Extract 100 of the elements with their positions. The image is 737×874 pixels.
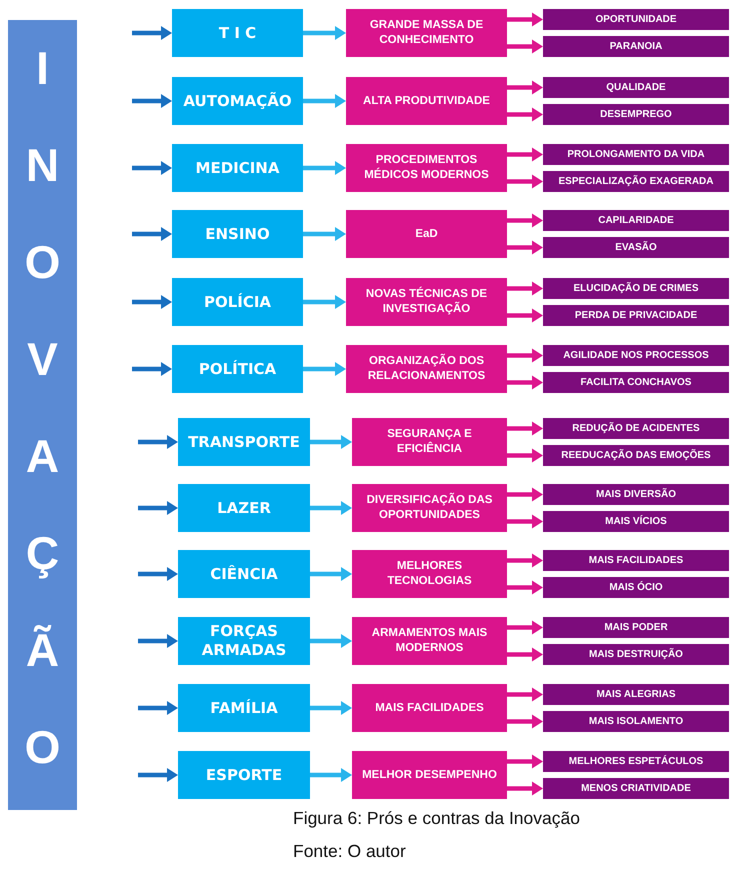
source-note: Fonte: O autor [293, 840, 406, 862]
category-box [178, 684, 310, 732]
outcome-label: MAIS PODER [604, 621, 668, 634]
arrow [507, 376, 543, 390]
category-label: FAMÍLIA [210, 698, 278, 718]
arrow [138, 501, 178, 515]
title-bar [8, 20, 77, 810]
arrow [132, 295, 172, 309]
outcome-box [543, 751, 729, 772]
outcome-label: FACILITA CONCHAVOS [580, 376, 692, 389]
arrow [138, 634, 178, 648]
arrow [507, 12, 543, 26]
category-box [178, 617, 310, 665]
arrow [132, 227, 172, 241]
outcome-label: MAIS DIVERSÃO [596, 488, 676, 501]
arrow [310, 501, 352, 515]
arrow [310, 435, 352, 449]
outcome-box [543, 445, 729, 466]
outcome-box [543, 104, 729, 125]
category-box [172, 144, 303, 192]
outcome-box [543, 511, 729, 532]
arrow [507, 782, 543, 796]
category-box [178, 550, 310, 598]
arrow [507, 80, 543, 94]
outcome-label: MENOS CRIATIVIDADE [581, 782, 691, 795]
arrow [507, 348, 543, 362]
figure-caption: Figura 6: Prós e contras da Inovação [293, 807, 580, 829]
outcome-box [543, 9, 729, 30]
arrow [138, 435, 178, 449]
outcome-label: OPORTUNIDADE [595, 13, 677, 26]
category-box [172, 278, 303, 326]
arrow [507, 688, 543, 702]
outcome-box [543, 778, 729, 799]
outcome-label: MAIS ÓCIO [609, 581, 663, 594]
category-label: T I C [218, 24, 256, 42]
effect-box [346, 77, 507, 125]
arrow [310, 634, 352, 648]
outcome-box [543, 237, 729, 258]
arrow [132, 362, 172, 376]
outcome-box [543, 345, 729, 366]
effect-label: ARMAMENTOS MAIS MODERNOS [370, 626, 488, 656]
arrow [507, 240, 543, 254]
category-box [178, 418, 310, 466]
outcome-label: AGILIDADE NOS PROCESSOS [563, 349, 709, 362]
outcome-box [543, 372, 729, 393]
arrow [310, 701, 352, 715]
effect-box [346, 278, 507, 326]
outcome-box [543, 77, 729, 98]
outcome-label: PERDA DE PRIVACIDADE [574, 309, 698, 322]
outcome-label: MAIS DESTRUIÇÃO [589, 648, 683, 661]
category-label: POLÍCIA [204, 292, 272, 312]
arrow [303, 227, 346, 241]
category-label: LAZER [217, 498, 271, 518]
outcome-label: PROLONGAMENTO DA VIDA [567, 148, 705, 161]
arrow [507, 648, 543, 662]
effect-label: ALTA PRODUTIVIDADE [363, 94, 490, 108]
arrow [507, 714, 543, 728]
category-label: MEDICINA [196, 158, 280, 178]
arrow [507, 422, 543, 436]
outcome-label: MAIS FACILIDADES [588, 554, 684, 567]
arrow [303, 94, 346, 108]
category-box [172, 345, 303, 393]
effect-label: SEGURANÇA E EFICIÊNCIA [386, 427, 473, 457]
effect-label: ORGANIZAÇÃO DOS RELACIONAMENTOS [366, 354, 486, 384]
outcome-box [543, 577, 729, 598]
outcome-box [543, 617, 729, 638]
category-label: ENSINO [205, 224, 270, 244]
outcome-label: MAIS ALEGRIAS [596, 688, 676, 701]
category-box [172, 77, 303, 125]
arrow [132, 161, 172, 175]
arrow [507, 108, 543, 122]
category-label: CIÊNCIA [210, 564, 278, 584]
effect-box [352, 418, 507, 466]
outcome-label: ESPECIALIZAÇÃO EXAGERADA [558, 175, 714, 188]
arrow [507, 214, 543, 228]
effect-label: NOVAS TÉCNICAS DE INVESTIGAÇÃO [364, 287, 488, 317]
effect-label: MELHORES TECNOLOGIAS [386, 559, 473, 589]
arrow [303, 161, 346, 175]
arrow [132, 26, 172, 40]
arrow [303, 362, 346, 376]
outcome-box [543, 171, 729, 192]
effect-box [352, 751, 507, 799]
arrow [138, 701, 178, 715]
arrow [507, 448, 543, 462]
category-label: ESPORTE [206, 766, 282, 784]
effect-label: DIVERSIFICAÇÃO DAS OPORTUNIDADES [366, 493, 494, 523]
outcome-box [543, 711, 729, 732]
outcome-label: CAPILARIDADE [598, 214, 674, 227]
effect-box [352, 617, 507, 665]
outcome-box [543, 684, 729, 705]
effect-box [346, 210, 507, 258]
outcome-label: MAIS VÍCIOS [605, 515, 667, 528]
effect-label: GRANDE MASSA DE CONHECIMENTO [368, 18, 484, 48]
outcome-label: REEDUCAÇÃO DAS EMOÇÕES [561, 449, 711, 462]
arrow [507, 554, 543, 568]
effect-label: MELHOR DESEMPENHO [362, 768, 497, 782]
arrow [303, 26, 346, 40]
arrow [507, 620, 543, 634]
outcome-box [543, 305, 729, 326]
effect-label: EaD [415, 226, 438, 242]
